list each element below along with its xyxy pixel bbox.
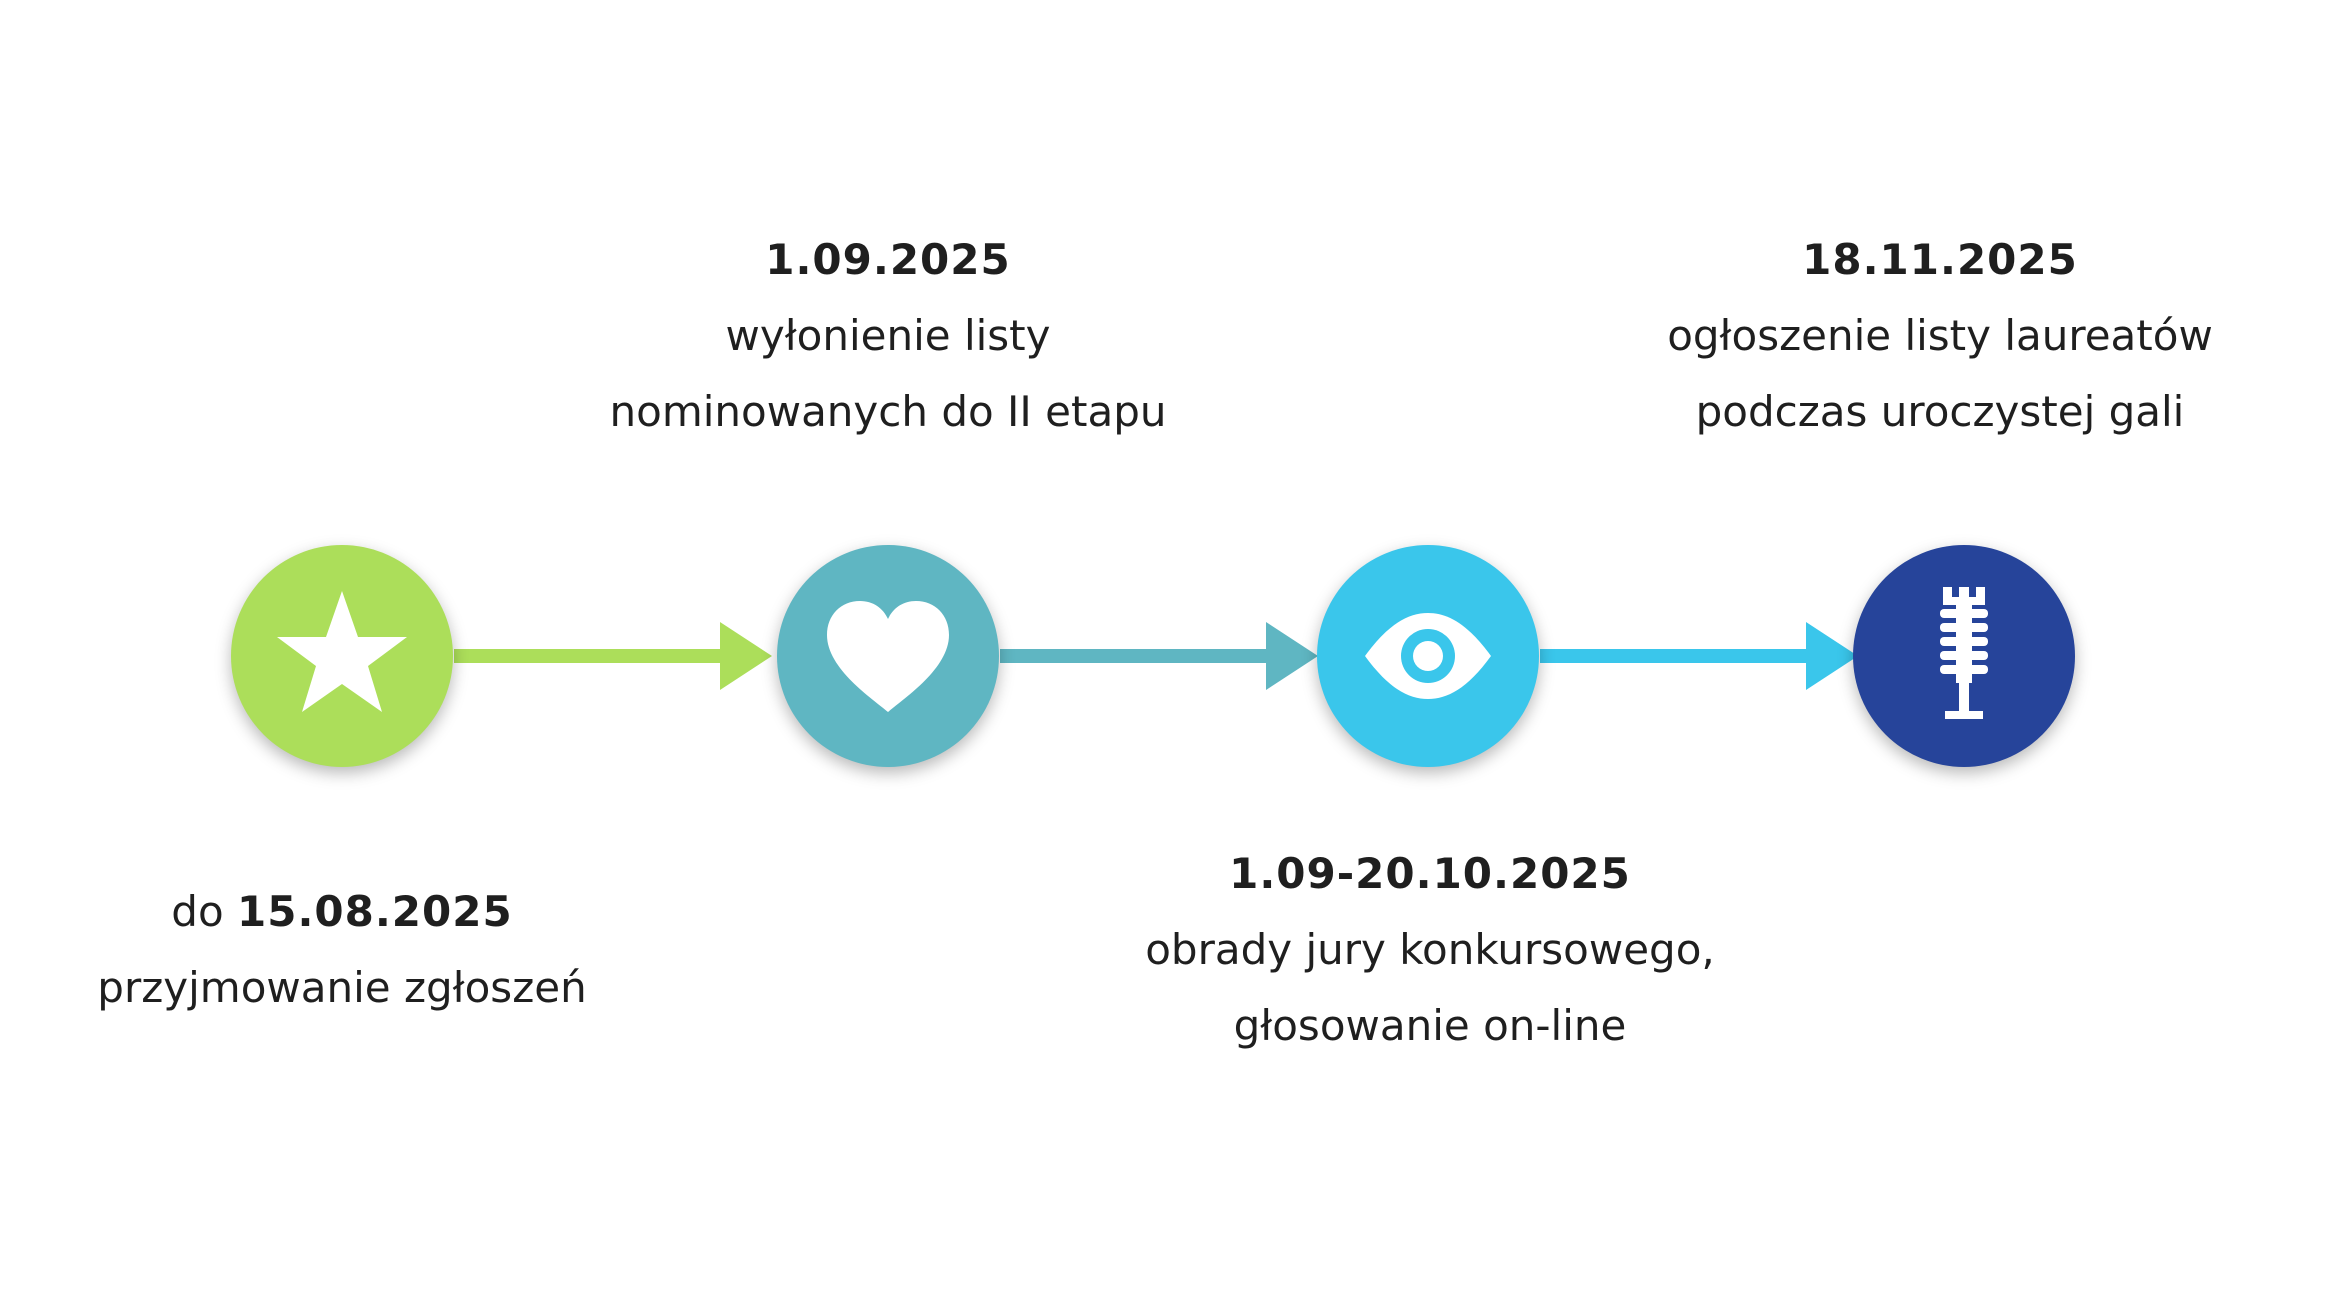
star-icon: [277, 591, 407, 712]
arrow-1-2: [454, 622, 772, 690]
arrow-2-3: [1000, 622, 1318, 690]
arrow-3-4: [1540, 622, 1858, 690]
arrow-2-3-head: [1266, 622, 1318, 690]
step-3-node: [1317, 545, 1539, 767]
step-4-description-line-2: podczas uroczystej gali: [1695, 387, 2185, 436]
heart-icon: [827, 601, 949, 712]
arrow-1-2-shaft: [454, 649, 724, 663]
step-2-description-line-1: wyłonienie listy: [725, 311, 1051, 360]
step-3-description-line-2: głosowanie on-line: [1233, 1001, 1627, 1050]
step-4-date: 18.11.2025: [1802, 235, 2078, 284]
step-3-date: 1.09-20.10.2025: [1229, 849, 1631, 898]
step-3-label: 1.09-20.10.2025 obrady jury konkursowego…: [1080, 836, 1780, 1064]
step-2-label: 1.09.2025 wyłonienie listy nominowanych …: [588, 222, 1188, 450]
step-1-node: [231, 545, 453, 767]
step-1-label: do 15.08.2025 przyjmowanie zgłoszeń: [42, 874, 642, 1026]
arrow-3-4-shaft: [1540, 649, 1810, 663]
step-1-date: 15.08.2025: [237, 887, 513, 936]
step-4-label: 18.11.2025 ogłoszenie listy laureatów po…: [1620, 222, 2260, 450]
eye-icon: [1365, 613, 1491, 699]
arrow-1-2-head: [720, 622, 772, 690]
step-2-date: 1.09.2025: [765, 235, 1011, 284]
step-4-node: [1853, 545, 2075, 767]
step-2-description-line-2: nominowanych do II etapu: [609, 387, 1167, 436]
tower-icon: [1940, 587, 1988, 719]
step-4-description-line-1: ogłoszenie listy laureatów: [1667, 311, 2213, 360]
step-3-description-line-1: obrady jury konkursowego,: [1145, 925, 1715, 974]
arrow-3-4-head: [1806, 622, 1858, 690]
arrow-2-3-shaft: [1000, 649, 1270, 663]
step-2-node: [777, 545, 999, 767]
step-1-description-line-1: przyjmowanie zgłoszeń: [97, 963, 587, 1012]
step-1-date-prefix: do: [171, 887, 237, 936]
